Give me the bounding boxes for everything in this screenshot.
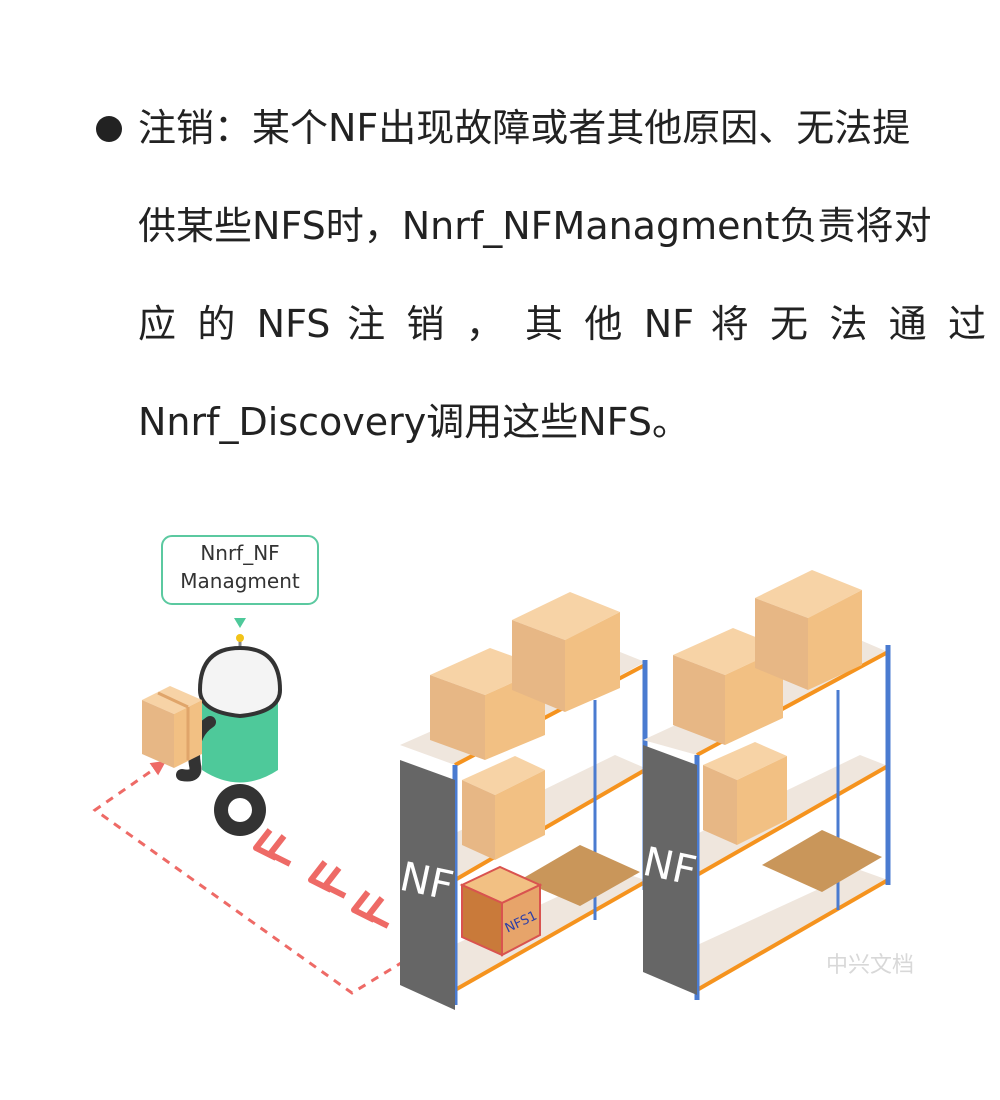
rack-1: NF NFS1	[396, 592, 648, 1010]
text-line-3: 应 的 NFS 注 销 ， 其 他 NF 将 无 法 通 过	[138, 302, 986, 346]
text-line-2: 供某些NFS时，Nnrf_NFManagment负责将对	[138, 204, 932, 248]
rack-1-label: NF	[396, 854, 457, 910]
robot	[142, 634, 283, 836]
rack-2-label: NF	[639, 839, 700, 895]
watermark: 中兴文档	[826, 953, 914, 978]
rack-2: NF	[639, 570, 891, 1000]
text-line-4: Nnrf_Discovery调用这些NFS。	[138, 400, 690, 444]
chevron-arrows	[253, 828, 390, 929]
bubble-line-2: Managment	[180, 569, 300, 593]
warehouse-illustration: Nnrf_NF Managment	[92, 535, 914, 1010]
bullet-point	[96, 116, 122, 142]
text-line-1: 注销：某个NF出现故障或者其他原因、无法提	[138, 106, 911, 150]
bubble-line-1: Nnrf_NF	[200, 541, 279, 565]
nfs1-box: NFS1	[459, 865, 543, 957]
speech-bubble: Nnrf_NF Managment	[161, 535, 319, 628]
